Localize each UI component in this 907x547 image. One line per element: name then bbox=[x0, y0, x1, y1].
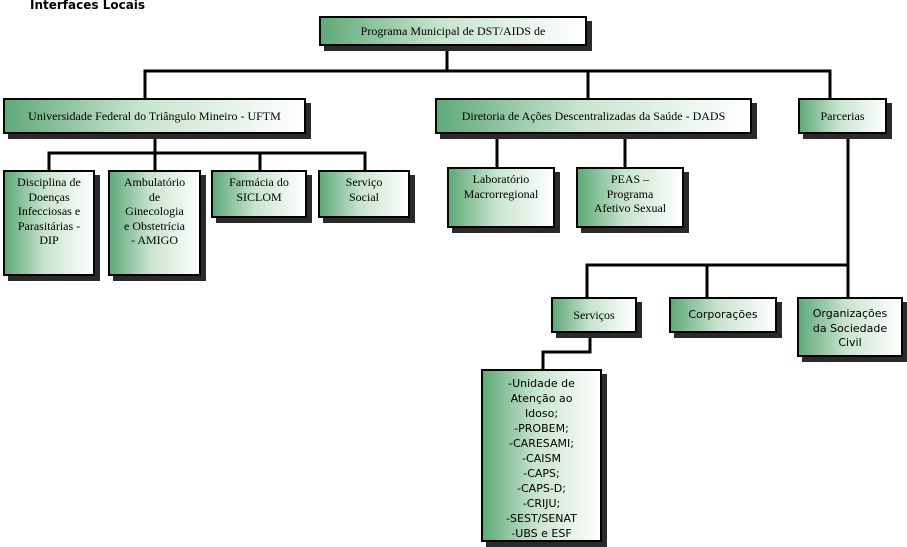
servicos-list-label: -Unidade de Atenção ao Idoso; -PROBEM; -… bbox=[506, 377, 577, 540]
parcerias-box: Parcerias bbox=[798, 98, 887, 134]
dip-label: Disciplina de Doenças Infecciosas e Para… bbox=[17, 175, 81, 247]
uftm-label: Universidade Federal do Triângulo Mineir… bbox=[28, 108, 281, 123]
corporacoes-label: Corporações bbox=[688, 307, 758, 321]
root-box: Programa Municipal de DST/AIDS de bbox=[319, 16, 587, 46]
dads-label: Diretoria de Ações Descentralizadas da S… bbox=[461, 108, 726, 123]
page-title: Interfaces Locais bbox=[30, 0, 146, 12]
dads-box: Diretoria de Ações Descentralizadas da S… bbox=[435, 98, 752, 134]
dip-box: Disciplina de Doenças Infecciosas e Para… bbox=[3, 170, 95, 276]
servico-social-label: Serviço Social bbox=[345, 175, 383, 204]
amigo-box: Ambulatório de Ginecologia e Obstetrícia… bbox=[108, 170, 201, 276]
root-label: Programa Municipal de DST/AIDS de bbox=[360, 23, 546, 38]
farmacia-box: Farmácia do SICLOM bbox=[211, 170, 307, 218]
amigo-label: Ambulatório de Ginecologia e Obstetrícia… bbox=[123, 175, 186, 247]
connector-servicos-list bbox=[541, 331, 592, 372]
servico-social-box: Serviço Social bbox=[318, 170, 410, 218]
laboratorio-label: Laboratório Macrorregional bbox=[463, 172, 539, 201]
organizacoes-label: Organizações da Sociedade Civil bbox=[812, 307, 888, 349]
servicos-box: Serviços bbox=[551, 297, 637, 333]
parcerias-label: Parcerias bbox=[820, 108, 865, 123]
peas-label: PEAS – Programa Afetivo Sexual bbox=[593, 172, 667, 215]
uftm-box: Universidade Federal do Triângulo Mineir… bbox=[3, 98, 306, 134]
peas-box: PEAS – Programa Afetivo Sexual bbox=[576, 167, 684, 228]
corporacoes-box: Corporações bbox=[669, 297, 777, 333]
servicos-list-box: -Unidade de Atenção ao Idoso; -PROBEM; -… bbox=[481, 369, 602, 542]
servicos-label: Serviços bbox=[573, 307, 615, 322]
organizacoes-box: Organizações da Sociedade Civil bbox=[797, 297, 903, 357]
laboratorio-box: Laboratório Macrorregional bbox=[447, 167, 555, 228]
farmacia-label: Farmácia do SICLOM bbox=[229, 175, 289, 204]
